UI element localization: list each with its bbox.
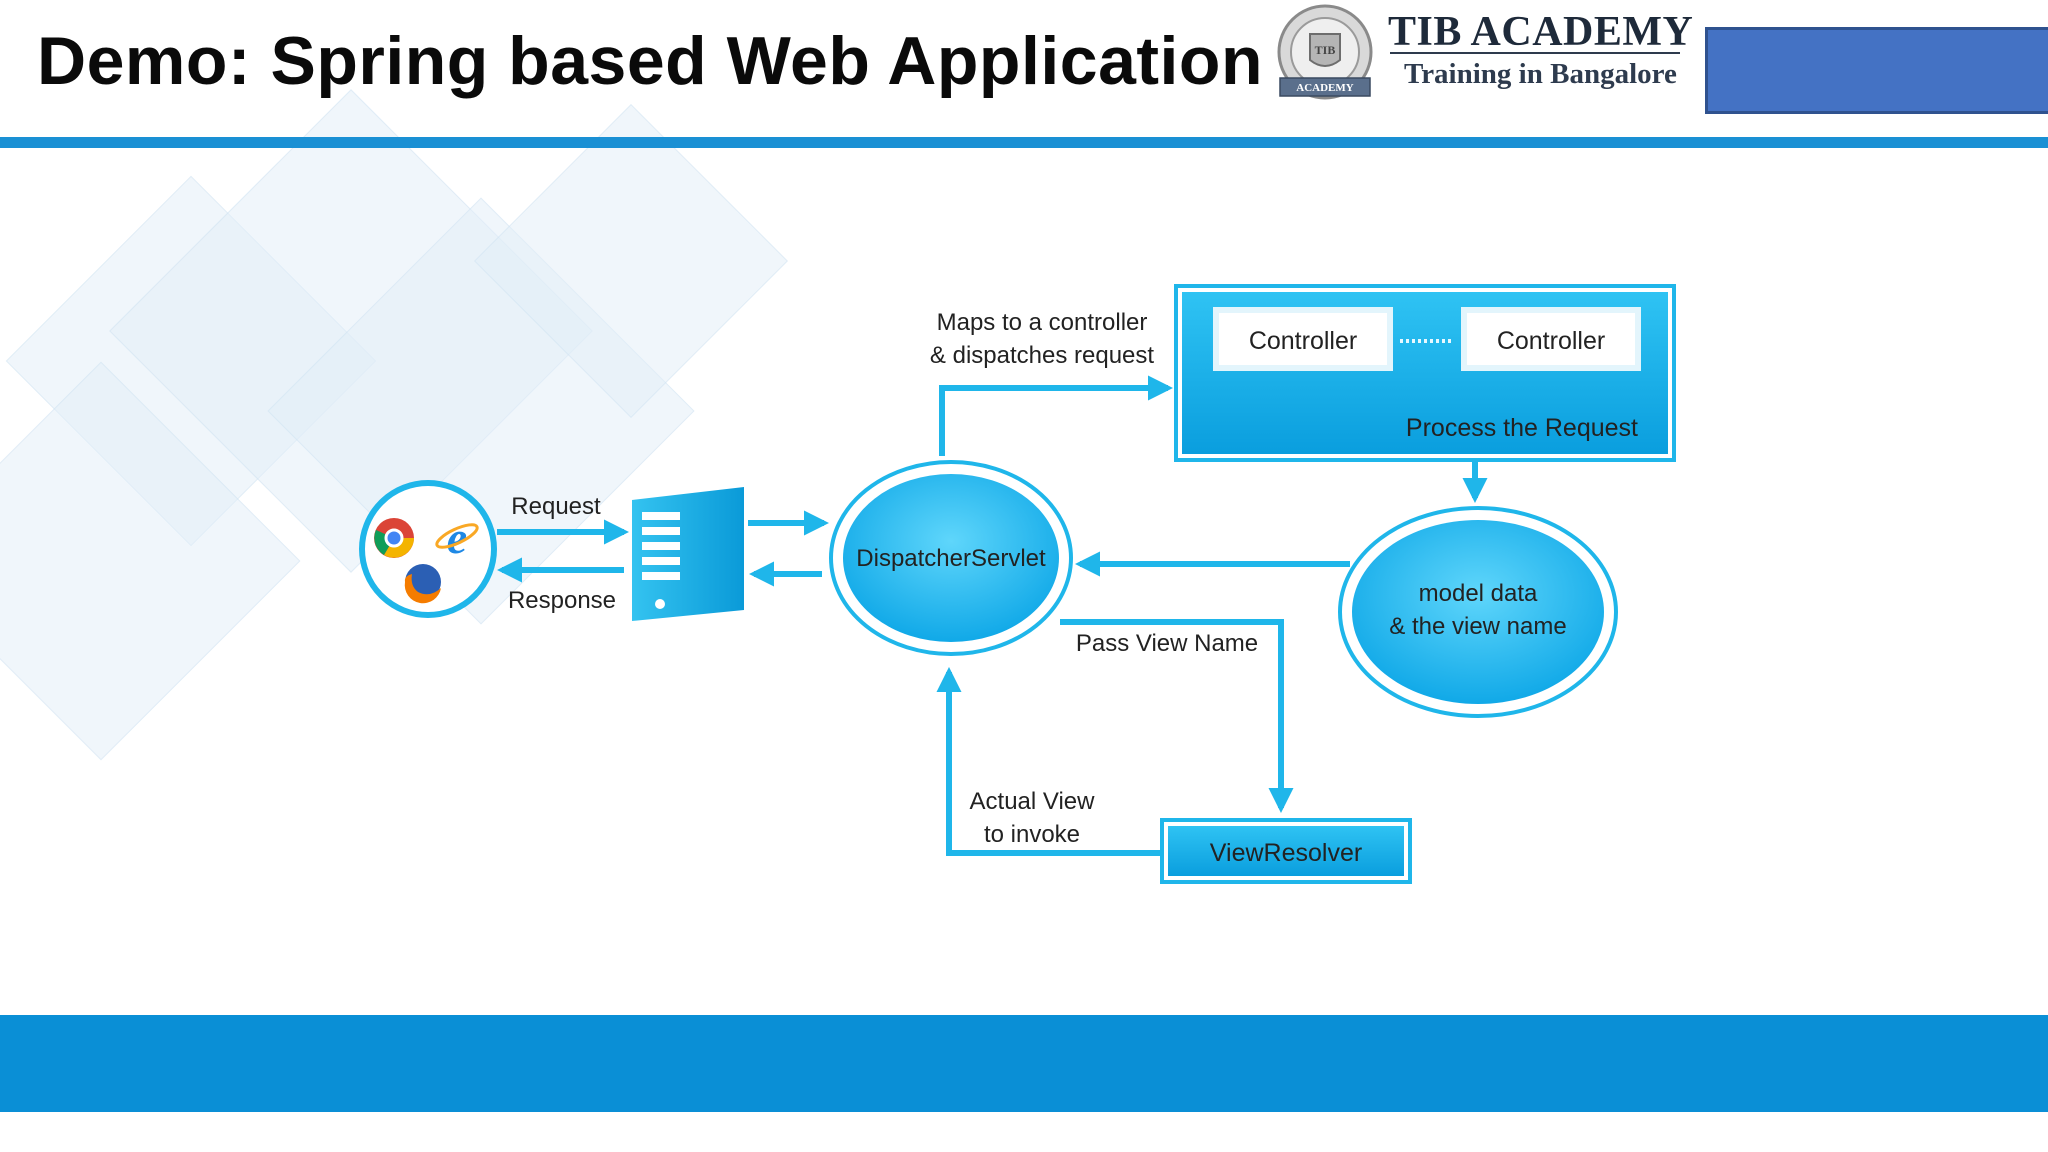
chrome-icon <box>374 518 414 558</box>
view-resolver-label: ViewResolver <box>1210 839 1362 867</box>
actual-view-line2: to invoke <box>984 821 1080 848</box>
controller-box-1: Controller <box>1213 307 1393 371</box>
academy-emblem-logo: TIB ACADEMY <box>1277 4 1373 100</box>
model-data-node: model data & the view name <box>1338 506 1618 718</box>
controller-panel: Controller Controller Process the Reques… <box>1174 284 1676 462</box>
model-label-line2: & the view name <box>1389 613 1566 640</box>
controller-box-2: Controller <box>1461 307 1641 371</box>
request-label: Request <box>511 493 601 520</box>
actual-view-arrow <box>936 666 1160 856</box>
response-label: Response <box>508 587 616 614</box>
controller-1-label: Controller <box>1249 327 1357 355</box>
title-rule <box>0 137 2048 148</box>
pass-view-name-arrow <box>1060 619 1294 814</box>
model-label-line1: model data <box>1419 580 1538 607</box>
browser-client: e <box>359 480 497 618</box>
emblem-ribbon-text: ACADEMY <box>1296 82 1353 94</box>
dispatcher-label: DispatcherServlet <box>856 545 1046 572</box>
emblem-initials: TIB <box>1315 43 1336 57</box>
brand-tagline: Training in Bangalore <box>1404 58 1677 90</box>
slide-title: Demo: Spring based Web Application <box>37 23 1263 99</box>
dispatch-to-controller-arrow <box>939 375 1174 456</box>
dispatcher-servlet-node: DispatcherServlet <box>829 460 1073 656</box>
footer-bar <box>0 1015 2048 1112</box>
internet-explorer-icon: e <box>435 512 479 563</box>
server-icon <box>632 487 744 621</box>
actual-view-line1: Actual View <box>970 788 1096 815</box>
controller-2-label: Controller <box>1497 327 1605 355</box>
process-label: Process the Request <box>1406 414 1638 442</box>
view-resolver-node: ViewResolver <box>1160 818 1412 884</box>
firefox-icon <box>404 564 441 604</box>
maps-label-line2: & dispatches request <box>930 342 1154 369</box>
maps-label-line1: Maps to a controller <box>937 309 1148 336</box>
header-accent-box <box>1705 27 2048 114</box>
brand-name: TIB ACADEMY <box>1388 9 1694 55</box>
svg-text:e: e <box>447 512 467 563</box>
brand-underline <box>1390 52 1680 54</box>
pass-view-label: Pass View Name <box>1076 630 1258 657</box>
